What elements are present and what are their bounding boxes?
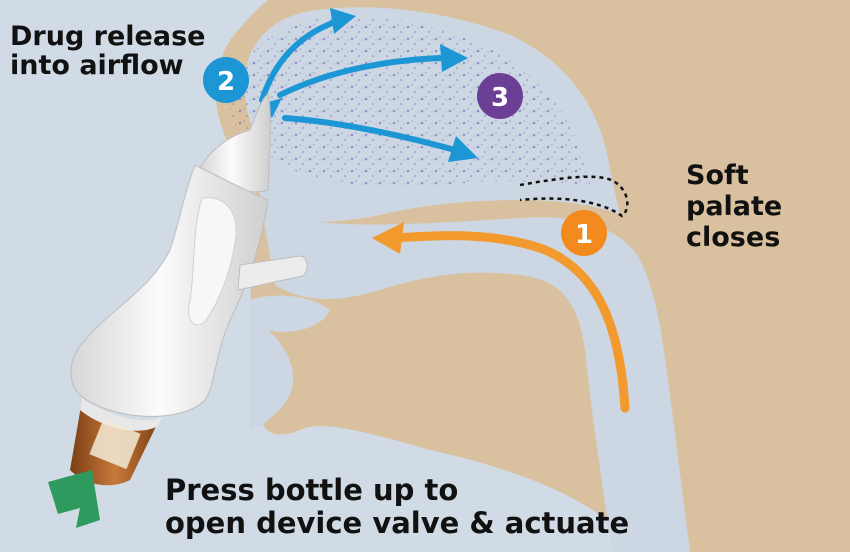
spray-arrowheads-icon [262,8,478,162]
airflow-arrowhead-icon [372,222,404,254]
press-bottle-line-1: Press bottle up to [165,473,459,507]
nasal-device [70,93,308,486]
step-badge-1: 1 [561,210,607,256]
device-side-port [237,255,308,291]
drug-release-label: Drug release into airflow [10,22,205,80]
soft-palate-line [519,175,629,218]
bottle-label [89,418,141,470]
soft-palate-line-1: Soft [686,160,749,191]
mouth-region [250,295,330,430]
soft-palate-line-3: closes [686,222,781,254]
airflow-arrow-icon [390,231,630,413]
bottle-cap-ring [80,398,162,431]
soft-palate-line-2: palate [686,191,783,223]
press-up-arrow-icon [48,470,100,528]
step-number-2: 2 [217,67,235,97]
device-body [70,164,269,417]
soft-palate-label: Soft palate closes [686,160,782,253]
step-badge-3: 3 [477,73,523,119]
drug-release-line-1: Drug release [10,21,206,52]
drug-release-line-2: into airflow [10,50,184,82]
step-badge-2: 2 [203,57,249,103]
drug-particle-cloud [229,16,590,187]
step-number-1: 1 [575,220,593,250]
throat-passage [262,210,690,552]
press-bottle-label: Press bottle up to open device valve & a… [165,474,629,540]
device-grip-panel [188,196,237,326]
press-bottle-line-2: open device valve & actuate [165,505,630,540]
step-number-3: 3 [491,83,509,113]
